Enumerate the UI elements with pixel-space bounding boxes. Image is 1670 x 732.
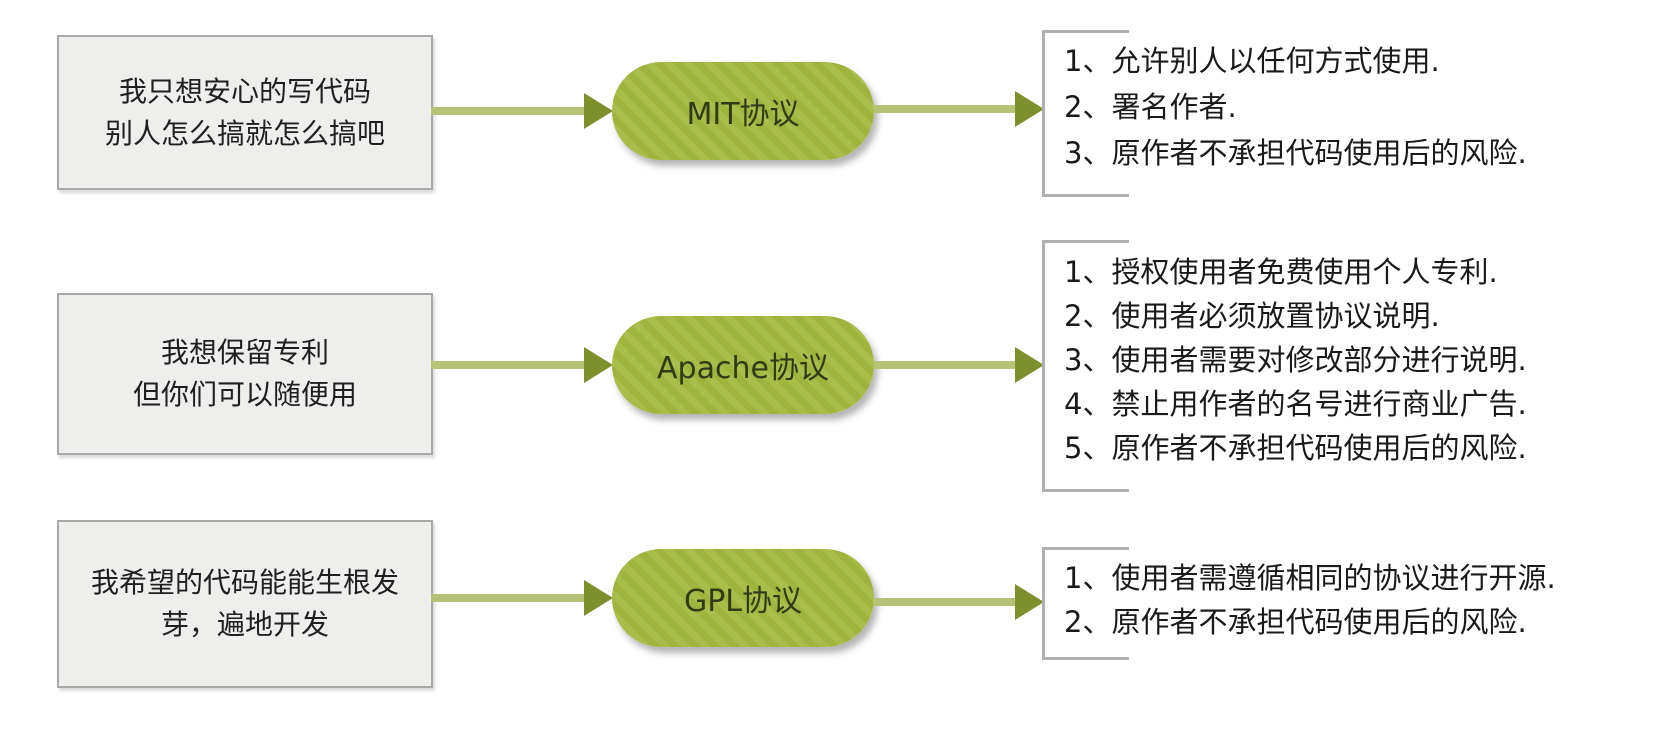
connector-line: [431, 107, 585, 115]
connector-line: [431, 361, 585, 369]
list-item: 2、署名作者.: [1064, 90, 1237, 124]
list-item: 3、使用者需要对修改部分进行说明.: [1064, 343, 1527, 377]
need-box-apache: 我想保留专利 但你们可以随便用: [57, 293, 433, 455]
connector-mit-right: [874, 91, 1044, 127]
bracket-arm-top: [1045, 240, 1129, 243]
connector-line: [874, 105, 1016, 113]
points-list-mit: 1、允许别人以任何方式使用. 2、署名作者. 3、原作者不承担代码使用后的风险.: [1064, 38, 1527, 176]
list-item: 1、使用者需遵循相同的协议进行开源.: [1064, 561, 1556, 595]
bracket-arm-bottom: [1045, 657, 1129, 660]
arrow-right-icon: [584, 347, 613, 383]
connector-mit-left: [431, 93, 613, 129]
bracket-arm-top: [1045, 30, 1129, 33]
connector-apache-left: [431, 347, 613, 383]
license-label-apache: Apache协议: [657, 351, 829, 386]
list-item: 2、原作者不承担代码使用后的风险.: [1064, 605, 1527, 639]
arrow-right-icon: [1015, 584, 1044, 620]
connector-apache-right: [874, 347, 1044, 383]
bracket-gpl: [1042, 547, 1135, 660]
list-item: 4、禁止用作者的名号进行商业广告.: [1064, 387, 1527, 421]
bracket-arm-bottom: [1045, 489, 1129, 492]
arrow-right-icon: [1015, 91, 1044, 127]
list-item: 3、原作者不承担代码使用后的风险.: [1064, 136, 1527, 170]
license-label-mit: MIT协议: [686, 97, 800, 132]
list-item: 1、授权使用者免费使用个人专利.: [1064, 255, 1498, 289]
bracket-arm-bottom: [1045, 194, 1129, 197]
bracket-arm-top: [1045, 547, 1129, 550]
connector-line: [874, 598, 1016, 606]
arrow-right-icon: [1015, 347, 1044, 383]
need-box-gpl: 我希望的代码能能生根发 芽，遍地开发: [57, 520, 433, 688]
arrow-right-icon: [584, 580, 613, 616]
bracket-apache: [1042, 240, 1135, 492]
license-pill-apache: Apache协议: [612, 316, 874, 414]
need-text-apache: 我想保留专利 但你们可以随便用: [132, 336, 357, 411]
points-list-gpl: 1、使用者需遵循相同的协议进行开源. 2、原作者不承担代码使用后的风险.: [1064, 556, 1556, 644]
need-text-mit: 我只想安心的写代码 别人怎么搞就怎么搞吧: [104, 74, 385, 150]
need-text-gpl: 我希望的代码能能生根发 芽，遍地开发: [90, 566, 399, 641]
connector-line: [431, 594, 585, 602]
arrow-right-icon: [584, 93, 613, 129]
list-item: 5、原作者不承担代码使用后的风险.: [1064, 431, 1527, 465]
license-label-gpl: GPL协议: [683, 584, 803, 619]
need-box-mit: 我只想安心的写代码 别人怎么搞就怎么搞吧: [57, 35, 433, 190]
list-item: 1、允许别人以任何方式使用.: [1064, 44, 1440, 78]
license-pill-mit: MIT协议: [612, 62, 874, 160]
license-pill-gpl: GPL协议: [612, 549, 874, 647]
points-list-apache: 1、授权使用者免费使用个人专利. 2、使用者必须放置协议说明. 3、使用者需要对…: [1064, 250, 1527, 470]
bracket-mit: [1042, 30, 1135, 197]
connector-gpl-right: [874, 584, 1044, 620]
connector-line: [874, 361, 1016, 369]
connector-gpl-left: [431, 580, 613, 616]
list-item: 2、使用者必须放置协议说明.: [1064, 299, 1440, 333]
